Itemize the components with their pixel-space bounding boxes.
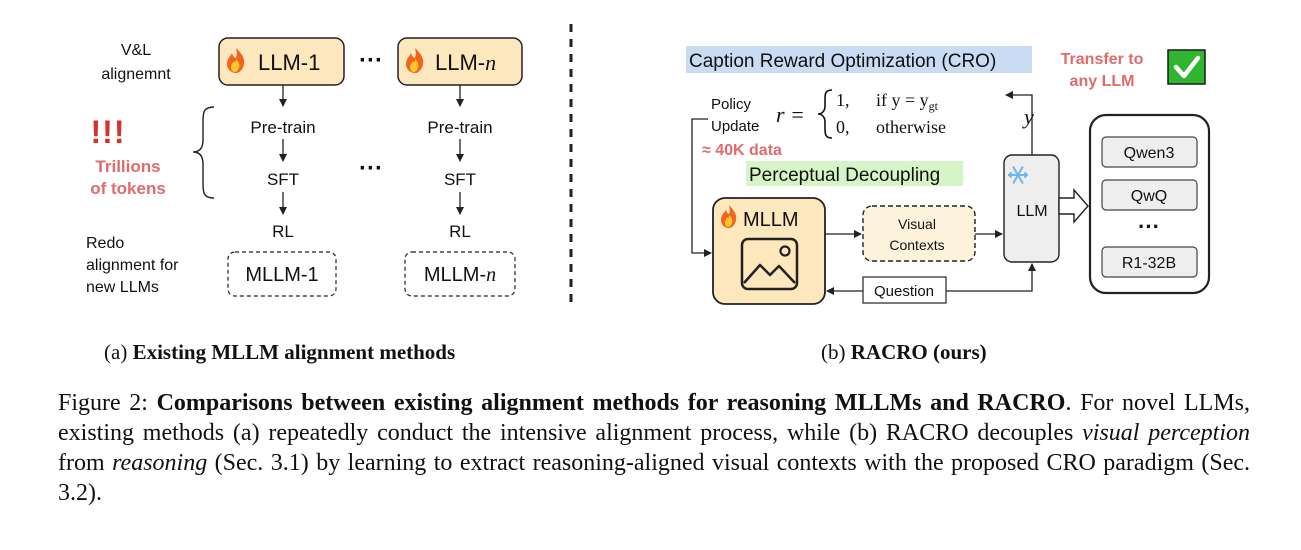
figure-caption: Figure 2: Comparisons between existing a… (58, 388, 1250, 508)
subcaption-a-prefix: (a) (104, 340, 133, 364)
reward-case1-subscript: gt (929, 99, 939, 113)
reward-case1-condition: if y = y (876, 90, 929, 110)
transfer-arrow (1058, 188, 1089, 224)
visual-contexts-node: Visual Contexts (862, 205, 976, 262)
llm-1-label: LLM-1 (258, 50, 320, 75)
subcaption-b-prefix: (b) (821, 340, 851, 364)
cro-title: Caption Reward Optimization (CRO) (689, 51, 996, 72)
model-item-2: R1-32B (1122, 255, 1176, 272)
mllm-node: MLLM (712, 197, 826, 305)
connector-arrows (691, 91, 1036, 295)
sft-label-n: SFT (444, 170, 476, 189)
caption-body-1: For novel LLMs, existing methods (a) rep… (58, 390, 1250, 446)
trillions-label-line2: of tokens (90, 179, 166, 198)
question-node: Question (862, 276, 947, 304)
snowflake-icon (1008, 166, 1028, 184)
subcaption-b: (b) RACRO (ours) (821, 340, 987, 365)
reward-brace (817, 89, 833, 139)
image-icon (740, 237, 799, 291)
rl-label-n: RL (449, 222, 471, 241)
reward-case2-value: 0, (836, 117, 850, 137)
model-list-dots: ··· (1138, 214, 1160, 239)
redo-label-line3: new LLMs (86, 279, 159, 296)
caption-title: Comparisons between existing alignment m… (156, 390, 1066, 416)
vl-label-line1: V&L (121, 42, 151, 59)
reward-case2-condition: otherwise (876, 117, 946, 137)
model-list-panel: Qwen3 QwQ ··· R1-32B (1088, 113, 1211, 295)
sft-label-1: SFT (267, 170, 299, 189)
middle-dots: ··· (359, 155, 383, 182)
caption-body-3: (Sec. 3.1) by learning to extract reason… (58, 450, 1250, 506)
fire-icon (406, 48, 424, 73)
transfer-label-line1: Transfer to (1061, 51, 1144, 68)
pretrain-label-n: Pre-train (427, 118, 492, 137)
question-label: Question (874, 283, 934, 300)
model-item-0: Qwen3 (1124, 145, 1175, 162)
subcaption-b-title: RACRO (ours) (850, 340, 987, 364)
subcaption-a-title: Existing MLLM alignment methods (132, 340, 456, 364)
llm-n-prefix: LLM- (435, 50, 485, 75)
mllm-1-node: MLLM-1 (227, 251, 337, 297)
rl-label-1: RL (272, 222, 294, 241)
llm-n-node: LLM-n (397, 37, 523, 86)
model-item-1: QwQ (1131, 188, 1167, 205)
reward-r: r = (776, 102, 805, 127)
caption-body-2: from (58, 450, 113, 476)
llm-n-var: n (485, 50, 496, 75)
mllm-n-var: n (486, 264, 496, 286)
fire-icon (721, 205, 737, 228)
curly-brace (192, 106, 215, 199)
llm-dots: ··· (359, 47, 383, 74)
policy-label-line2: Update (711, 118, 759, 135)
caption-label: Figure 2: (58, 390, 157, 416)
reward-case1-value: 1, (836, 90, 850, 110)
mllm-1-label: MLLM-1 (245, 264, 318, 286)
transfer-label-line2: any LLM (1070, 73, 1135, 90)
figure-diagram: V&L alignemnt LLM-1 ··· LLM-n Pre-train … (86, 24, 1211, 305)
mllm-n-prefix: MLLM- (424, 264, 486, 286)
vl-label-line2: alignemnt (101, 66, 171, 83)
llm-label: LLM (1016, 203, 1047, 220)
svg-text:MLLM-n: MLLM-n (424, 264, 496, 286)
trillions-label-line1: Trillions (95, 157, 160, 176)
llm-1-node: LLM-1 (218, 37, 345, 86)
caption-italic-1: visual perception (1082, 420, 1250, 446)
mllm-label: MLLM (743, 209, 799, 231)
visual-contexts-line1: Visual (898, 216, 936, 232)
checkmark-icon (1167, 49, 1206, 85)
caption-italic-2: reasoning (112, 450, 208, 476)
data-note: ≈ 40K data (702, 142, 782, 159)
y-label: y (1022, 104, 1034, 129)
fire-icon (227, 48, 245, 73)
policy-label-line1: Policy (711, 96, 752, 113)
redo-label-line1: Redo (86, 235, 124, 252)
cro-highlight (686, 46, 1032, 73)
svg-text:if y = ygt: if y = ygt (876, 90, 939, 113)
llm-node: LLM (1003, 154, 1060, 263)
warning-icon: !!! (91, 114, 126, 150)
caption-period: . (1065, 390, 1072, 416)
decoupling-highlight (746, 161, 963, 186)
svg-text:LLM-n: LLM-n (435, 50, 496, 75)
subcaption-a: (a) Existing MLLM alignment methods (104, 340, 455, 365)
pretrain-label-1: Pre-train (250, 118, 315, 137)
decoupling-label: Perceptual Decoupling (749, 165, 940, 186)
mllm-n-node: MLLM-n (404, 251, 516, 297)
redo-label-line2: alignment for (86, 257, 179, 274)
visual-contexts-line2: Contexts (889, 237, 944, 253)
